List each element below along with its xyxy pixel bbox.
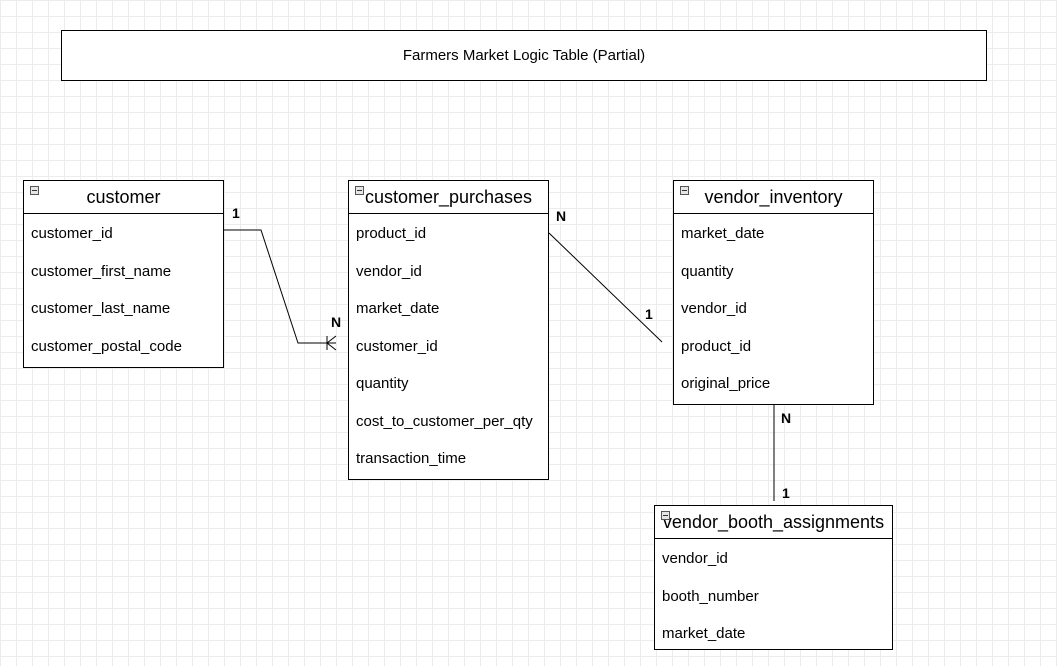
entity-header: vendor_inventory (674, 181, 873, 214)
attribute-row[interactable]: product_id (681, 337, 752, 355)
attribute-row[interactable]: vendor_id (662, 550, 728, 567)
entity-vendor-inventory[interactable]: vendor_inventory market_date quantity ve… (673, 180, 874, 405)
entity-header: vendor_booth_assignments (655, 506, 892, 539)
entity-title: vendor_booth_assignments (662, 511, 885, 532)
attribute-row[interactable]: quantity (356, 375, 409, 392)
cardinality-label: 1 (782, 485, 790, 501)
attribute-list: market_date quantity vendor_id product_i… (674, 216, 873, 404)
entity-customer-purchases[interactable]: customer_purchases product_id vendor_id … (348, 180, 549, 480)
collapse-icon[interactable] (661, 511, 670, 520)
entity-customer[interactable]: customer customer_id customer_first_name… (23, 180, 224, 368)
crows-foot-icon (326, 335, 337, 351)
attribute-list: product_id vendor_id market_date custome… (349, 216, 548, 479)
collapse-icon[interactable] (355, 186, 364, 195)
cardinality-label: 1 (232, 205, 240, 221)
collapse-icon[interactable] (680, 186, 689, 195)
cardinality-label: N (331, 314, 342, 330)
cardinality-label: N (781, 410, 792, 426)
attribute-row[interactable]: cost_to_customer_per_qty (356, 412, 533, 430)
attribute-row[interactable]: booth_number (662, 587, 759, 605)
entity-title: customer (86, 186, 161, 207)
entity-title: customer_purchases (364, 186, 533, 207)
attribute-row[interactable]: customer_first_name (31, 262, 172, 280)
attribute-row[interactable]: market_date (662, 625, 746, 642)
attribute-list: customer_id customer_first_name customer… (24, 216, 223, 366)
attribute-row[interactable]: original_price (681, 375, 771, 392)
attribute-row[interactable]: customer_last_name (31, 300, 171, 317)
entity-header: customer (24, 181, 223, 214)
attribute-row[interactable]: market_date (681, 225, 765, 242)
purchases-to-inventory-line (548, 232, 663, 343)
entity-title: vendor_inventory (704, 186, 843, 207)
attribute-row[interactable]: market_date (356, 300, 440, 317)
attribute-row[interactable]: product_id (356, 225, 427, 242)
attribute-row[interactable]: customer_id (31, 225, 113, 242)
collapse-icon[interactable] (30, 186, 39, 195)
attribute-row[interactable]: transaction_time (356, 450, 467, 467)
attribute-row[interactable]: vendor_id (681, 300, 747, 317)
customer-to-purchases-line (224, 229, 336, 344)
entity-header: customer_purchases (349, 181, 548, 214)
attribute-row[interactable]: vendor_id (356, 262, 422, 280)
entity-vendor-booth-assignments[interactable]: vendor_booth_assignments vendor_id booth… (654, 505, 893, 650)
attribute-row[interactable]: customer_id (356, 337, 438, 355)
diagram-title: Farmers Market Logic Table (Partial) (61, 30, 987, 81)
attribute-row[interactable]: quantity (681, 262, 734, 280)
attribute-list: vendor_id booth_number market_date (655, 541, 892, 654)
attribute-row[interactable]: customer_postal_code (31, 337, 182, 355)
cardinality-label: 1 (645, 306, 653, 322)
cardinality-label: N (556, 208, 567, 224)
